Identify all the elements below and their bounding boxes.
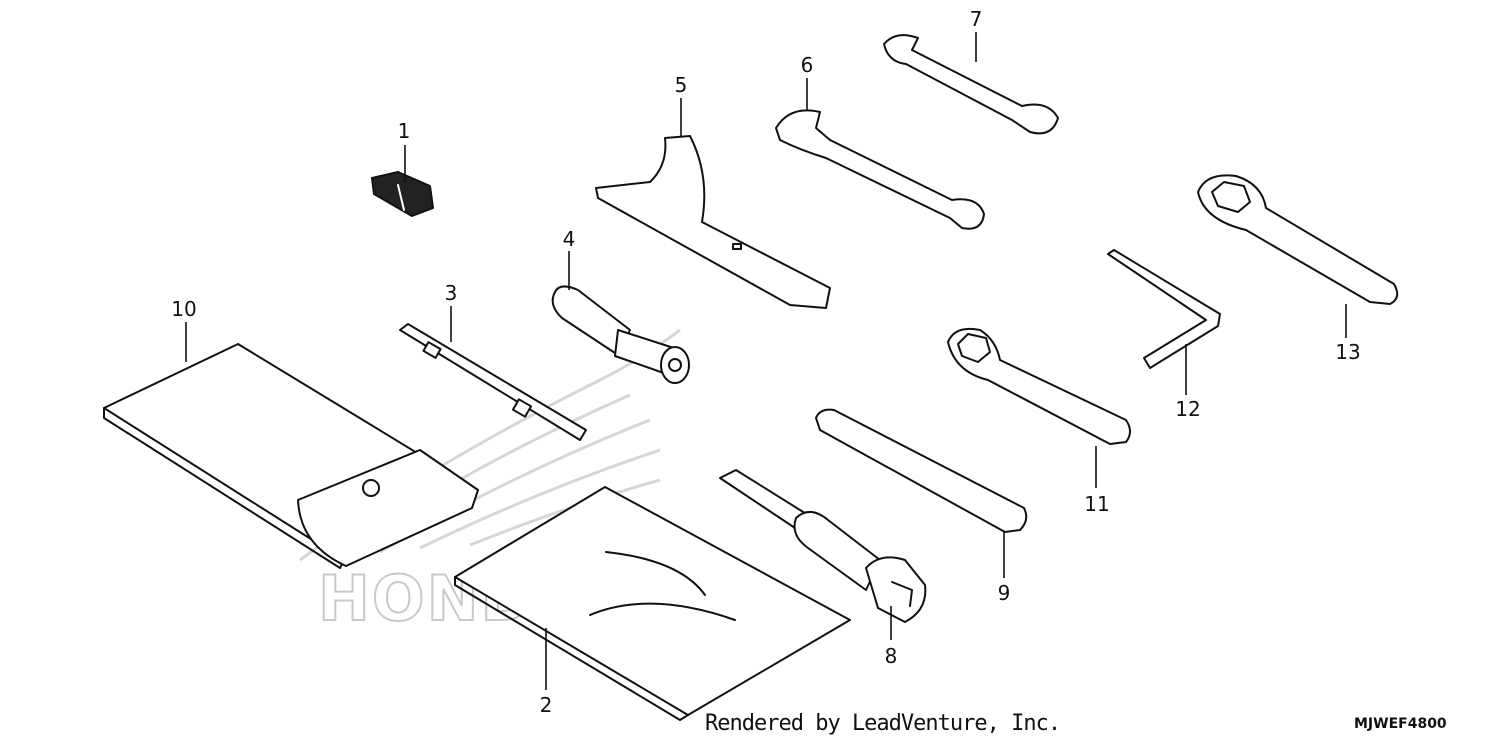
part-10-tool-bag — [103, 322, 479, 569]
part-2-owners-manual — [454, 486, 851, 721]
part-3-screwdriver-bit — [399, 306, 587, 441]
callout-6: 6 — [801, 53, 814, 77]
callout-5: 5 — [675, 73, 688, 97]
part-8-spark-plug-wrench — [719, 469, 927, 640]
part-4-screwdriver-handle — [551, 251, 690, 384]
callout-4: 4 — [563, 227, 576, 251]
callout-9: 9 — [998, 581, 1011, 605]
part-6-open-end-wrench — [775, 78, 985, 230]
part-12-hex-key — [1107, 249, 1221, 395]
part-13-ring-spanner — [1197, 174, 1399, 338]
callout-1: 1 — [398, 119, 411, 143]
part-11-ring-wrench — [947, 327, 1131, 488]
callout-10: 10 — [171, 297, 196, 321]
rendered-by-credit: Rendered by LeadVenture, Inc. — [705, 711, 1061, 736]
callout-7: 7 — [970, 7, 983, 31]
callout-12: 12 — [1175, 397, 1200, 421]
callout-3: 3 — [445, 281, 458, 305]
part-1-connector — [371, 145, 434, 217]
part-5-pin-spanner — [595, 98, 831, 309]
callout-11: 11 — [1084, 492, 1109, 516]
callout-8: 8 — [885, 644, 898, 668]
callout-2: 2 — [540, 693, 553, 717]
callout-13: 13 — [1335, 340, 1360, 364]
diagram-code: MJWEF4800 — [1354, 716, 1447, 732]
part-7-small-wrench — [883, 32, 1059, 135]
part-9-tool-bar — [815, 408, 1028, 578]
